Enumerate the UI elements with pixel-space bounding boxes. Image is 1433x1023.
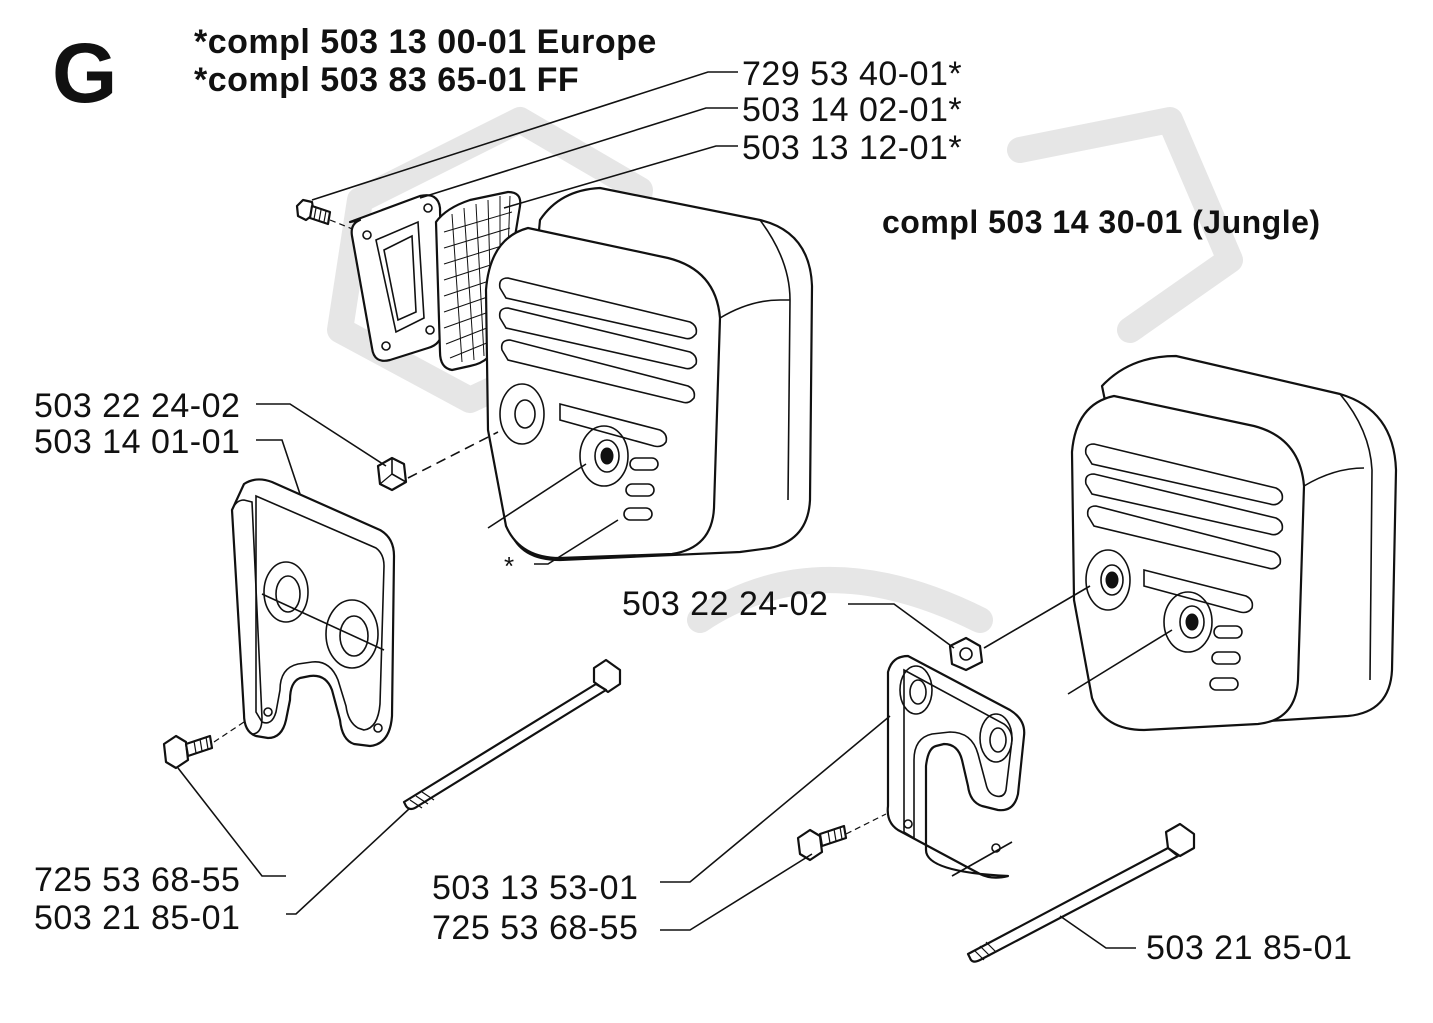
label-bolt-left: 503 21 85-01 (34, 899, 241, 937)
section-letter: G (52, 26, 118, 120)
label-screw-top: 729 53 40-01* (742, 55, 963, 93)
header-ff: *compl 503 83 65-01 FF (194, 61, 580, 99)
leader-lines-left (177, 71, 738, 915)
label-nut-right: 503 22 24-02 (622, 585, 829, 623)
leader-lines-right (660, 585, 1173, 949)
muffler-right-part (1070, 354, 1398, 732)
label-screw-right: 725 53 68-55 (432, 909, 639, 947)
screw-bottom-left-part (162, 721, 245, 770)
label-screw-bottom-left: 725 53 68-55 (34, 861, 241, 899)
label-bolt-right: 503 21 85-01 (1146, 929, 1353, 967)
screw-top-part (295, 198, 356, 231)
label-plate-left: 503 14 01-01 (34, 423, 241, 461)
header-jungle: compl 503 14 30-01 (Jungle) (882, 204, 1321, 240)
plate-left-part (230, 478, 396, 748)
header-europe: *compl 503 13 00-01 Europe (194, 23, 657, 61)
bolt-right-part (966, 822, 1196, 963)
muffler-left-part (484, 186, 814, 562)
gasket-top-part (348, 194, 444, 362)
screw-right-part (796, 824, 848, 862)
nut-right-part (948, 636, 984, 672)
label-screen: 503 13 12-01* (742, 129, 963, 167)
plate-right-part (886, 654, 1026, 879)
label-gasket-top: 503 14 02-01* (742, 91, 963, 129)
bolt-left-part (402, 658, 622, 811)
label-nut-left: 503 22 24-02 (34, 387, 241, 425)
label-asterisk: * (504, 551, 515, 581)
label-plate-right: 503 13 53-01 (432, 869, 639, 907)
